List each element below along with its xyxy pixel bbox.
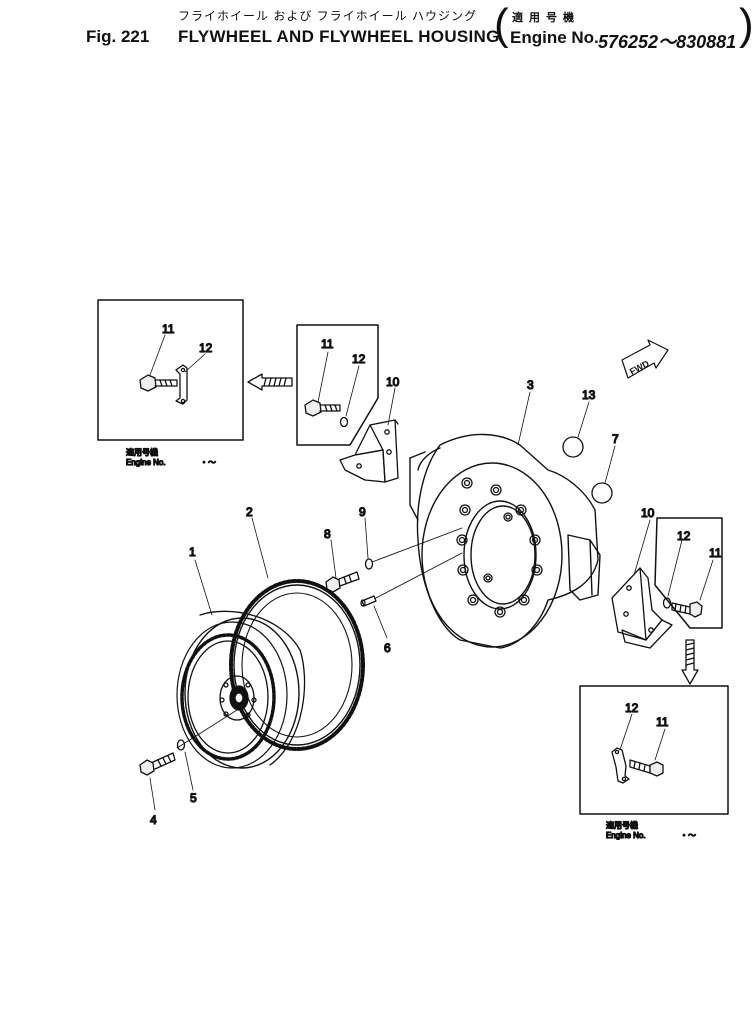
washer-5 bbox=[176, 739, 186, 751]
callout-1: 1 bbox=[189, 545, 196, 559]
bracket-group-right bbox=[611, 517, 723, 649]
figure-number: Fig. 221 bbox=[86, 27, 150, 46]
callout-11: 11 bbox=[656, 715, 669, 729]
callout-7: 7 bbox=[612, 432, 619, 446]
left-bracket-glyph: ( bbox=[494, 0, 509, 49]
o-ring-13 bbox=[562, 436, 584, 458]
callout-2: 2 bbox=[246, 505, 253, 519]
applicable-label-jp: 適用号機 bbox=[512, 12, 580, 24]
clip-12-inset-right bbox=[611, 747, 630, 784]
callout-12: 12 bbox=[352, 352, 366, 366]
fwd-arrow-icon: FWD bbox=[621, 339, 669, 379]
inset-box-right bbox=[579, 685, 729, 815]
figure-title: FLYWHEEL AND FLYWHEEL HOUSING bbox=[178, 27, 500, 46]
bracket-group-outline bbox=[296, 324, 379, 446]
inset-left-engine-range: ・～ bbox=[200, 458, 216, 467]
callout-12: 12 bbox=[199, 341, 213, 355]
callout-8: 8 bbox=[324, 527, 331, 541]
flywheel-housing-3 bbox=[409, 433, 601, 649]
callout-11: 11 bbox=[709, 546, 722, 560]
arrow-to-left-inset bbox=[247, 373, 293, 391]
callout-6: 6 bbox=[384, 641, 391, 655]
japanese-title: フライホイール および フライホイール ハウジング bbox=[178, 9, 478, 23]
bolt-11-center bbox=[304, 399, 341, 417]
bolt-11-right bbox=[671, 601, 703, 618]
fwd-label: FWD bbox=[628, 358, 651, 377]
callout-3: 3 bbox=[527, 378, 534, 392]
o-ring-7 bbox=[591, 482, 613, 504]
arrow-to-right-inset bbox=[681, 639, 699, 685]
bracket-10-center bbox=[339, 387, 399, 483]
inset-left-engine-label: Engine No. bbox=[126, 458, 166, 467]
callout-13: 13 bbox=[582, 388, 596, 402]
right-bracket-glyph: ) bbox=[739, 0, 753, 49]
bolt-11-inset-right bbox=[629, 759, 664, 777]
clip-12-inset-left bbox=[175, 364, 188, 405]
inset-box-left bbox=[97, 299, 244, 441]
callout-10: 10 bbox=[641, 506, 655, 520]
inset-right-applicable-jp: 適用号機 bbox=[606, 820, 638, 830]
engine-range: 576252～830881 bbox=[598, 32, 737, 52]
inset-right-engine-label: Engine No. bbox=[606, 831, 646, 840]
inset-right-engine-range: ・～ bbox=[680, 831, 696, 840]
callout-11: 11 bbox=[321, 337, 334, 351]
washer-12-right bbox=[662, 597, 672, 609]
bolt-8 bbox=[325, 571, 360, 593]
flywheel-1 bbox=[176, 610, 306, 769]
washer-9 bbox=[364, 558, 374, 570]
bolt-11-inset-left bbox=[139, 374, 178, 392]
ring-gear-2 bbox=[229, 579, 365, 751]
bolt-4 bbox=[139, 752, 176, 776]
washer-12-center bbox=[339, 416, 349, 428]
callout-11: 11 bbox=[162, 322, 175, 336]
callout-12: 12 bbox=[625, 701, 639, 715]
inset-left-applicable-jp: 適用号機 bbox=[126, 447, 158, 457]
callout-9: 9 bbox=[359, 505, 366, 519]
callout-4: 4 bbox=[150, 813, 157, 827]
engine-label: Engine No. bbox=[510, 28, 599, 47]
dowel-pin-6 bbox=[360, 595, 377, 607]
housing-bolt-holes bbox=[456, 477, 543, 618]
callout-12: 12 bbox=[677, 529, 691, 543]
callout-10: 10 bbox=[386, 375, 400, 389]
callout-5: 5 bbox=[190, 791, 197, 805]
